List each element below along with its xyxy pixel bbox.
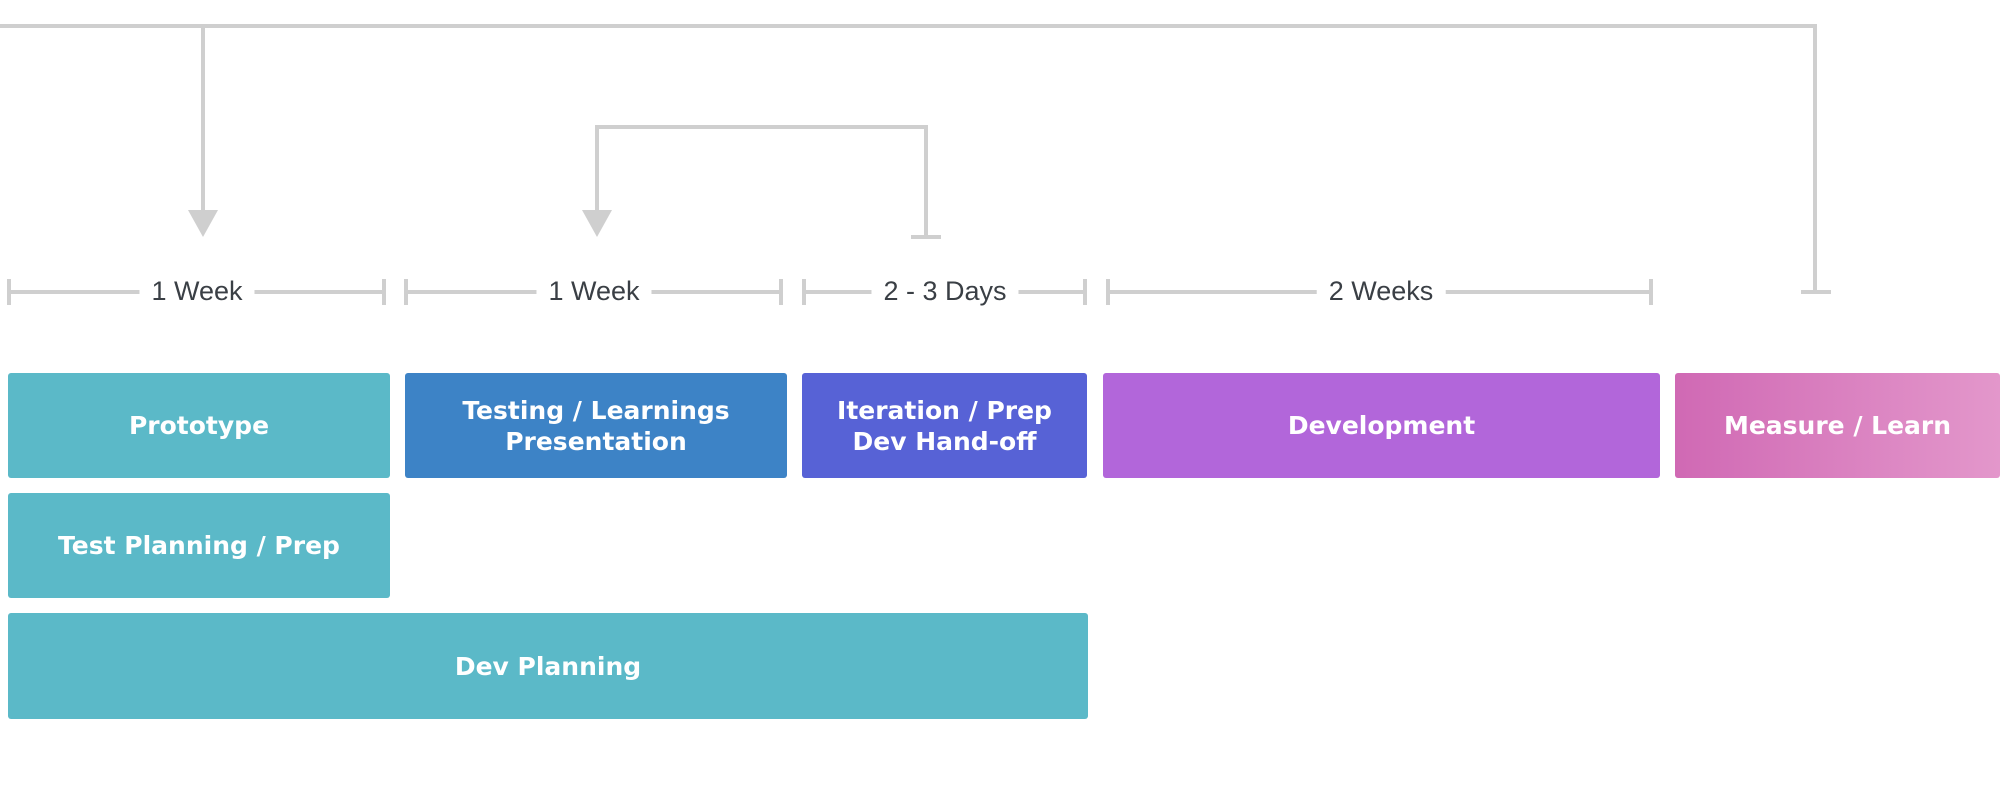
outer-feedback-line xyxy=(0,24,1817,292)
outer-feedback-arrowhead xyxy=(188,210,218,237)
duration-label-3: 2 - 3 Days xyxy=(871,270,1019,312)
duration-label-4: 2 Weeks xyxy=(1316,270,1446,312)
phase-iteration-prep-dev-handoff: Iteration / Prep Dev Hand-off xyxy=(802,373,1087,478)
duration-label-1: 1 Week xyxy=(139,270,255,312)
phase-prototype: Prototype xyxy=(8,373,390,478)
phase-development: Development xyxy=(1103,373,1660,478)
phase-test-planning-prep: Test Planning / Prep xyxy=(8,493,390,598)
phase-testing-learnings-presentation: Testing / Learnings Presentation xyxy=(405,373,787,478)
inner-feedback-line xyxy=(595,125,928,237)
phase-measure-learn: Measure / Learn xyxy=(1675,373,2000,478)
duration-label-2: 1 Week xyxy=(536,270,652,312)
phase-dev-planning: Dev Planning xyxy=(8,613,1088,719)
inner-feedback-arrowhead xyxy=(582,210,612,237)
